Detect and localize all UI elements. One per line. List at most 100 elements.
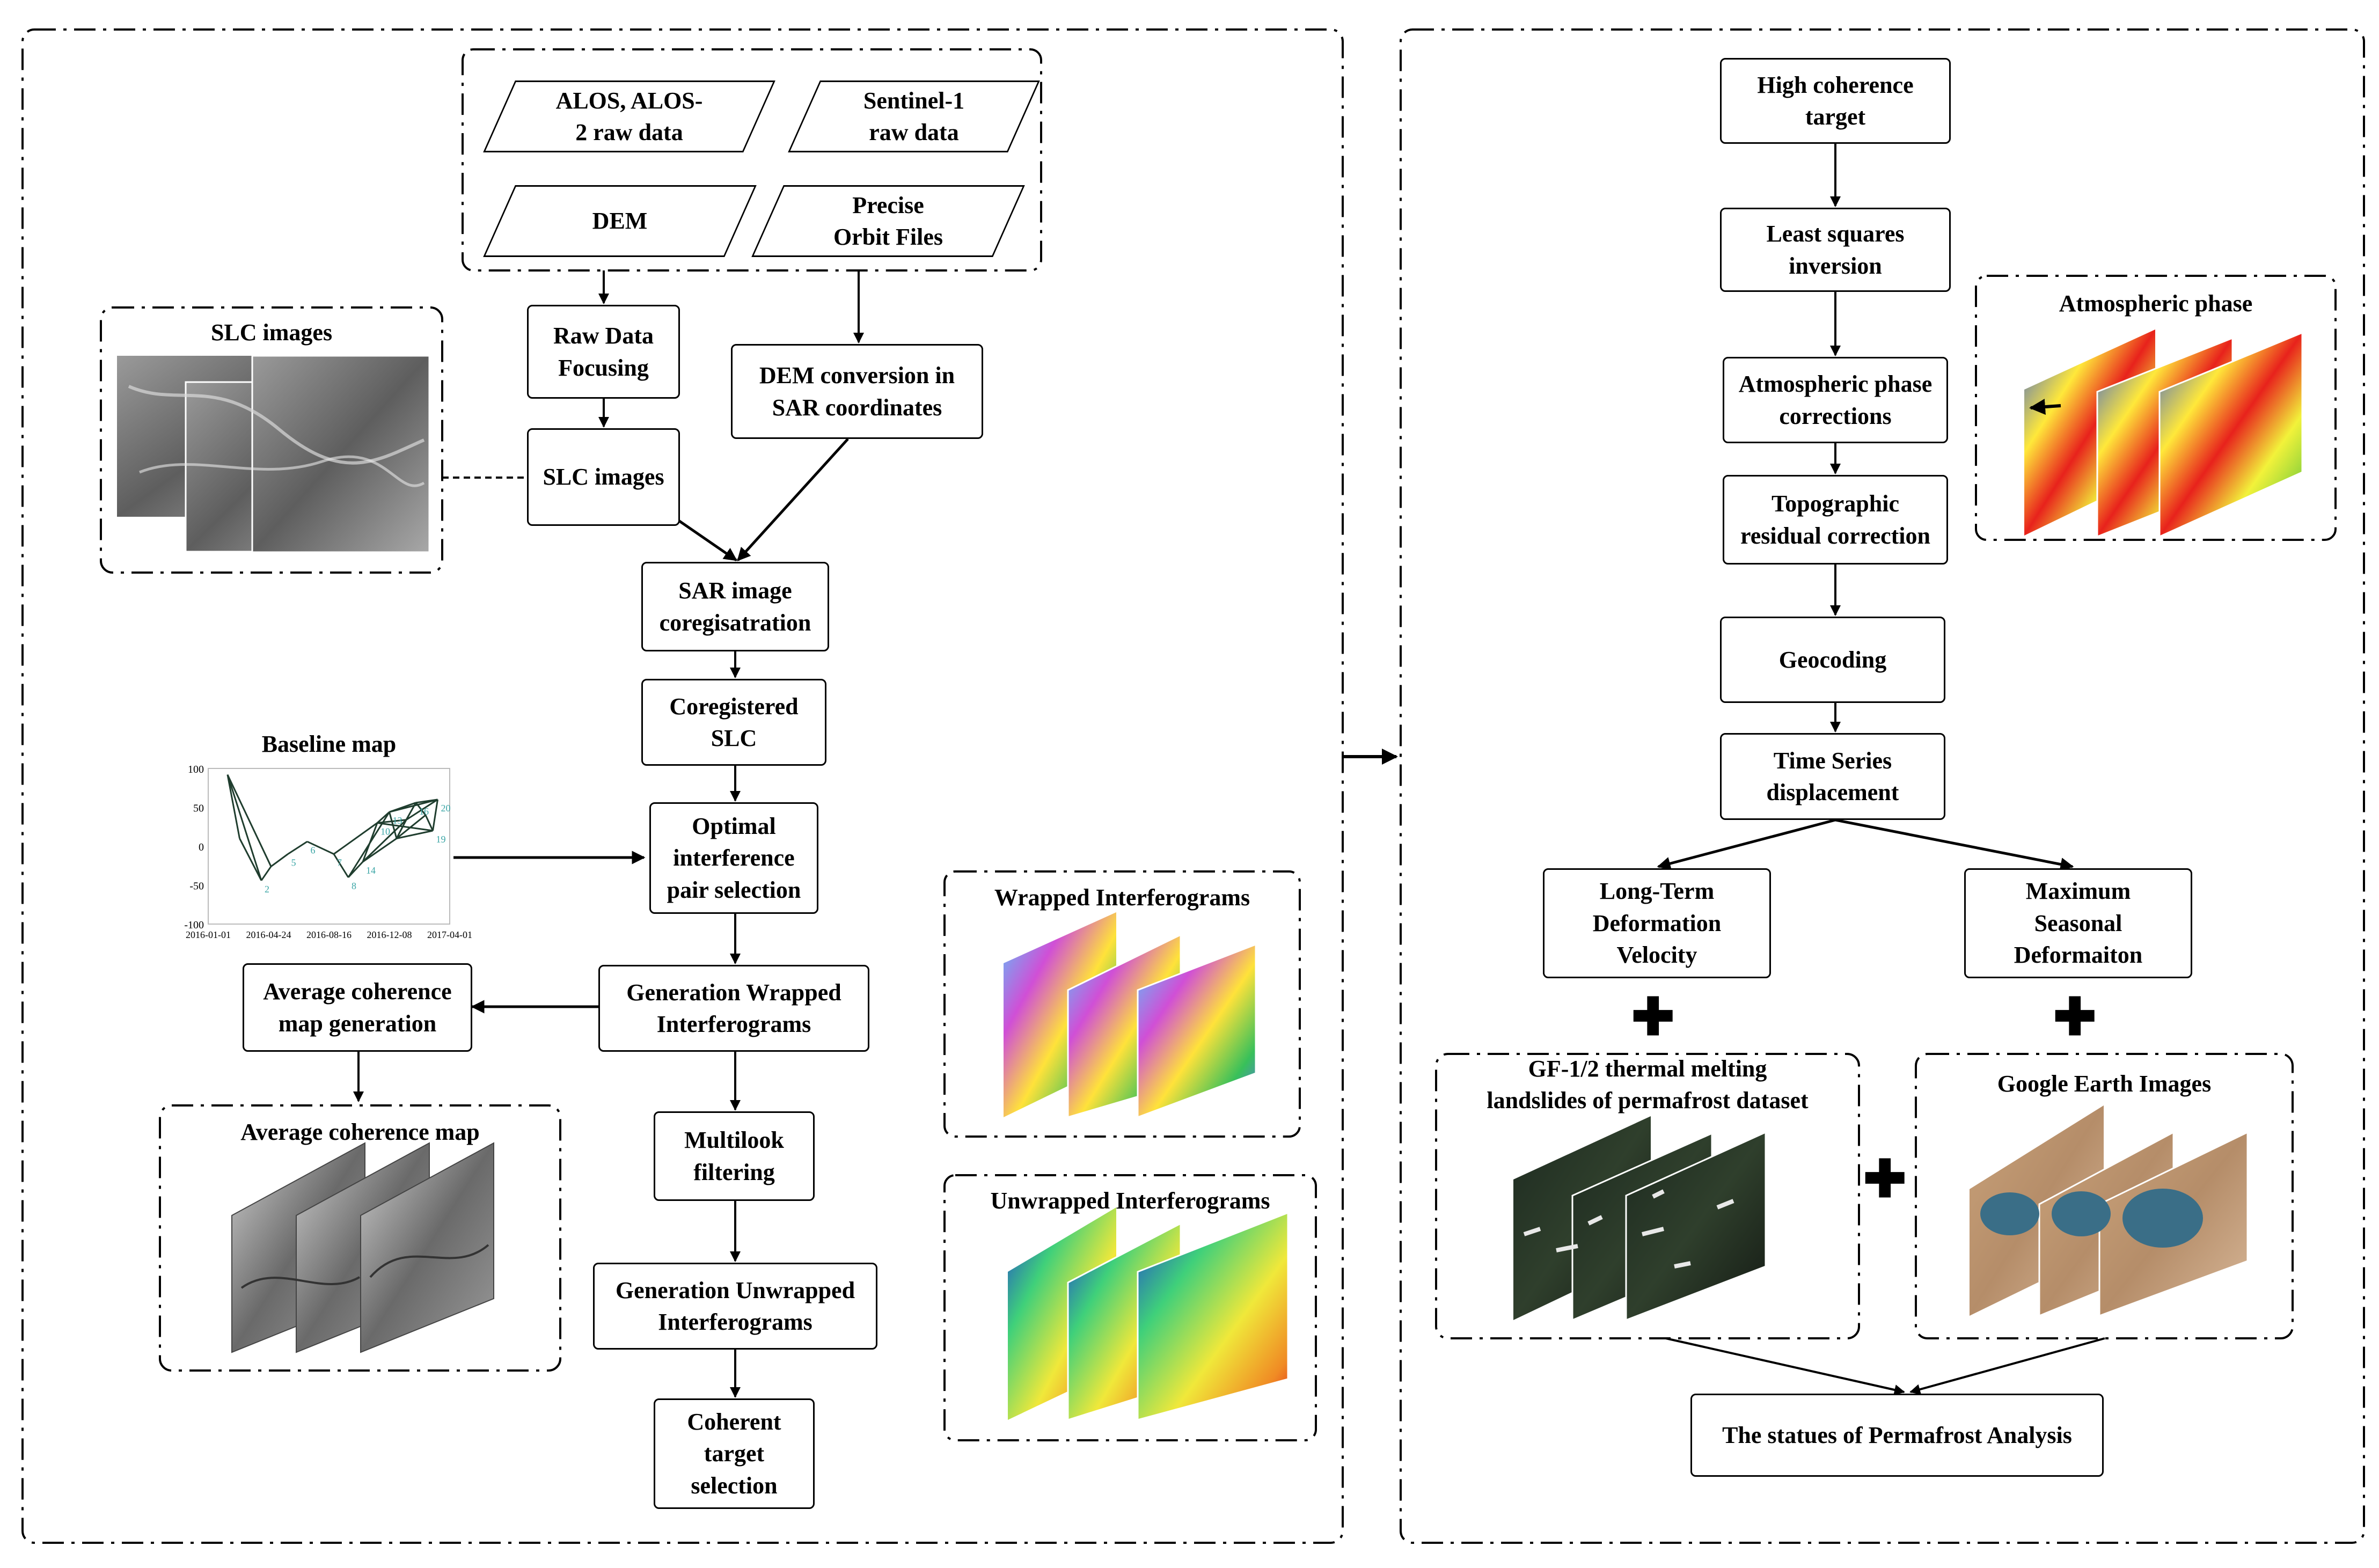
gf-dataset-panel: [1435, 1053, 1860, 1339]
baseline-map-chart: 100 50 0 -50 -100 2016-01-01 2016-04-24 2016-0…: [184, 764, 472, 940]
baseline-node-label: 5: [291, 858, 296, 868]
baseline-edge: [362, 819, 407, 863]
alos-raw-data-input: ALOS, ALOS- 2 raw data: [483, 80, 775, 152]
plus-icon: ✚: [1863, 1151, 1907, 1208]
google-earth-title: Google Earth Images: [1997, 1071, 2212, 1097]
high-coherence-target-box: High coherence target: [1720, 58, 1951, 144]
baseline-edge: [362, 838, 397, 863]
dem-conversion-box: DEM conversion in SAR coordinates: [731, 344, 983, 439]
average-coherence-generation-box: Average coherence map generation: [243, 963, 472, 1052]
slc-images-panel-title: SLC images: [210, 319, 333, 346]
topographic-correction-box: Topographic residual correction: [1723, 475, 1948, 565]
slc-images-box: SLC images: [527, 428, 680, 526]
baseline-edge: [396, 819, 407, 839]
sentinel-raw-data-input: Sentinel-1 raw data: [788, 80, 1040, 152]
baseline-node-label: 13: [393, 815, 402, 826]
multilook-filtering-box: Multilook filtering: [654, 1111, 815, 1201]
baseline-edge: [406, 798, 438, 820]
baseline-node-label: 2: [265, 884, 269, 895]
wrapped-interferogram-stack: [1004, 912, 1257, 1119]
baseline-edge: [377, 822, 433, 832]
generation-wrapped-box: Generation Wrapped Interferograms: [598, 965, 869, 1052]
baseline-x-tick: 2016-08-16: [306, 929, 352, 940]
atmospheric-phase-title: Atmospheric phase: [2059, 290, 2253, 317]
precise-orbit-input: Precise Orbit Files: [751, 185, 1025, 257]
wrapped-interferograms-title: Wrapped Interferograms: [994, 884, 1250, 911]
baseline-node-label: 6: [311, 845, 316, 855]
gf-image-stack: [1513, 1116, 1767, 1322]
baseline-edge: [226, 774, 262, 881]
baseline-edge: [396, 814, 426, 839]
baseline-x-tick: 2016-01-01: [186, 929, 231, 940]
slc-images-panel: [100, 306, 443, 574]
baseline-edge: [260, 866, 272, 881]
baseline-map-title: Baseline map: [261, 731, 397, 757]
sar-coregistration-box: SAR image coregisatration: [641, 562, 829, 651]
baseline-x-tick: 2016-12-08: [367, 929, 412, 940]
baseline-edge: [432, 799, 438, 831]
wrapped-interferograms-panel: [943, 870, 1301, 1138]
coherent-target-selection-box: Coherent target selection: [654, 1398, 815, 1509]
atmospheric-phase-stack: [2024, 329, 2303, 538]
baseline-edge: [270, 853, 289, 867]
orbit-label: Precise Orbit Files: [833, 192, 943, 250]
atmospheric-corrections-box: Atmospheric phase corrections: [1723, 357, 1948, 443]
google-earth-image-stack: [1970, 1105, 2249, 1317]
baseline-node-label: 7: [337, 858, 342, 868]
baseline-edge: [424, 815, 434, 831]
coherence-map-stack: [231, 1142, 494, 1353]
baseline-y-tick: -100: [184, 919, 204, 931]
baseline-edge: [239, 838, 262, 881]
sentinel-label: Sentinel-1 raw data: [863, 87, 965, 145]
baseline-y-tick: 50: [193, 803, 204, 815]
coregistered-slc-box: Coregistered SLC: [641, 679, 826, 766]
baseline-edge: [287, 841, 308, 855]
slc-image-stack: [117, 355, 430, 553]
dem-label: DEM: [592, 208, 648, 235]
unwrapped-interferograms-title: Unwrapped Interferograms: [990, 1188, 1270, 1214]
time-series-displacement-box: Time Series displacement: [1720, 733, 1945, 820]
input-data-panel: [462, 48, 1042, 272]
unwrapped-interferogram-stack: [1008, 1207, 1289, 1422]
baseline-y-tick: 100: [188, 764, 204, 775]
baseline-edge: [226, 774, 240, 839]
raw-data-focusing-box: Raw Data Focusing: [527, 305, 680, 399]
generation-unwrapped-box: Generation Unwrapped Interferograms: [593, 1263, 877, 1350]
dem-input: DEM: [483, 185, 757, 257]
baseline-edge: [333, 853, 349, 878]
maximum-seasonal-deformation-box: Maximum Seasonal Deformaiton: [1964, 868, 2192, 978]
plus-icon: ✚: [2053, 988, 2097, 1046]
baseline-y-tick: -50: [189, 881, 204, 892]
average-coherence-map-title: Average coherence map: [240, 1119, 480, 1145]
baseline-x-tick: 2017-04-01: [427, 929, 472, 940]
baseline-node-label: 10: [380, 826, 390, 837]
baseline-edge: [333, 822, 378, 855]
atmospheric-phase-panel: [1975, 275, 2337, 541]
plus-icon: ✚: [1631, 988, 1675, 1046]
baseline-edge: [306, 840, 334, 855]
baseline-node-label: 16: [419, 806, 429, 817]
google-earth-panel: [1915, 1053, 2294, 1339]
unwrapped-interferograms-panel: [943, 1174, 1317, 1441]
least-squares-inversion-box: Least squares inversion: [1720, 208, 1951, 292]
baseline-y-tick: 0: [199, 841, 204, 853]
average-coherence-panel: [159, 1104, 561, 1372]
baseline-x-tick: 2016-04-24: [246, 929, 291, 940]
optimal-pair-selection-box: Optimal interference pair selection: [649, 802, 818, 914]
baseline-edge: [389, 798, 438, 813]
left-workflow-container: [21, 28, 1344, 1544]
gf-dataset-title: GF-1/2 thermal melting landslides of per…: [1487, 1056, 1809, 1114]
geocoding-box: Geocoding: [1720, 617, 1945, 703]
baseline-node-label: 20: [441, 803, 451, 814]
baseline-node-label: 14: [366, 865, 376, 876]
baseline-node-label: 8: [352, 881, 356, 891]
baseline-edge: [415, 798, 438, 804]
permafrost-analysis-box: The statues of Permafrost Analysis: [1690, 1394, 2104, 1477]
baseline-edge: [226, 774, 272, 867]
baseline-node-label: 19: [436, 834, 446, 845]
baseline-edge: [396, 830, 433, 839]
long-term-velocity-box: Long-Term Deformation Velocity: [1543, 868, 1771, 978]
alos-label: ALOS, ALOS- 2 raw data: [555, 87, 703, 145]
